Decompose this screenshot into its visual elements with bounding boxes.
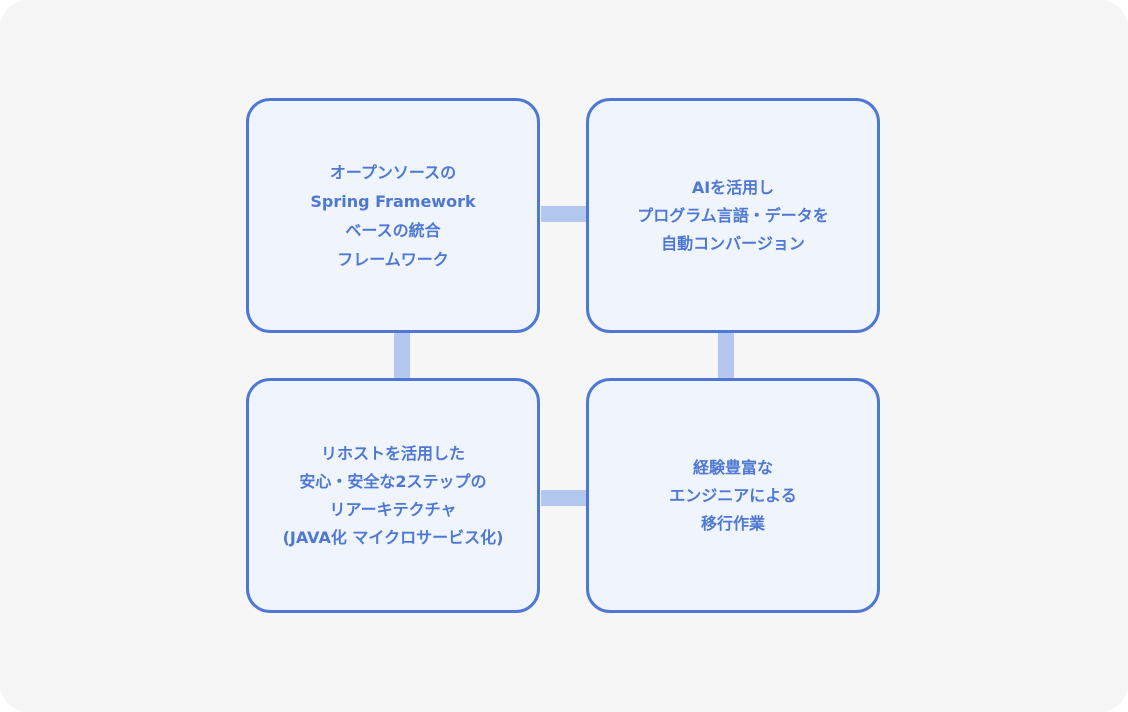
box-text-line: 自動コンバージョン [661,233,805,253]
box-text-line: 経験豊富な [692,457,773,477]
box-text-line: リアーキテクチャ [329,499,457,519]
connector-right [718,332,734,380]
box-text-line: AIを活用し [691,177,775,197]
box-text-line: オープンソースの [329,162,457,182]
box-text-line: フレームワーク [337,249,449,269]
box-text-line: ベースの統合 [345,220,441,240]
box-text-line: エンジニアによる [669,485,797,505]
box-engineer-migration: 経験豊富な エンジニアによる 移行作業 [586,378,880,613]
box-text-line: Spring Framework [310,191,476,211]
box-text-line: (JAVA化 マイクロサービス化) [282,527,504,547]
box-text-line: 移行作業 [700,513,765,533]
box-text-line: 安心・安全な2ステップの [299,471,487,491]
connector-bottom [541,490,587,506]
box-ai-conversion: AIを活用し プログラム言語・データを 自動コンバージョン [586,98,880,333]
connector-left [394,332,410,380]
connector-top [541,206,587,222]
box-rehost-rearchitecture: リホストを活用した 安心・安全な2ステップの リアーキテクチャ (JAVA化 マ… [246,378,540,613]
box-spring-framework: オープンソースの Spring Framework ベースの統合 フレームワーク [246,98,540,333]
box-text-line: プログラム言語・データを [637,205,829,225]
box-text-line: リホストを活用した [320,443,465,463]
